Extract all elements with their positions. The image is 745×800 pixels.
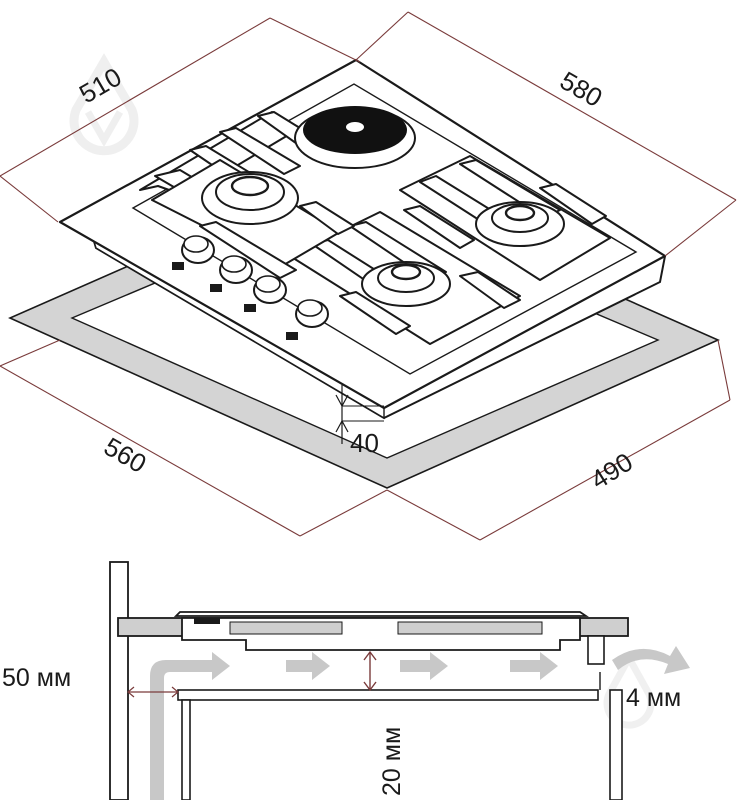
- gas-burner-icon: [201, 171, 299, 225]
- label-hob-width: 580: [555, 65, 608, 113]
- label-rear-gap: 4 мм: [626, 684, 681, 712]
- airflow-arrow-icon: [150, 646, 690, 800]
- electric-hotplate-icon: [294, 106, 416, 169]
- hob-section: [173, 611, 589, 617]
- dimension-hob-width: [355, 11, 737, 257]
- label-cutout-depth: 490: [585, 447, 638, 495]
- label-cutout-width: 560: [99, 431, 152, 479]
- label-hob-height: 40: [350, 428, 379, 458]
- gas-burner-icon: [361, 261, 451, 307]
- cross-section: [109, 561, 629, 800]
- gap-side: [127, 686, 179, 698]
- wall: [109, 561, 129, 800]
- dimension-cutout-width: [386, 339, 731, 541]
- cabinet-shelf: [177, 689, 599, 701]
- control-knob-icon: [286, 299, 329, 340]
- gas-burner-icon: [475, 201, 565, 247]
- gap-bottom: [363, 650, 377, 692]
- drop-logo-icon: [603, 650, 655, 729]
- dimension-cutout-depth: [0, 339, 388, 537]
- control-knob-icon: [244, 275, 287, 312]
- label-bottom-gap: 20 мм: [378, 727, 406, 796]
- label-side-gap: 50 мм: [2, 664, 71, 692]
- dimension-hob-depth: [0, 17, 361, 223]
- dimension-hob-height: [335, 385, 384, 444]
- control-knob-icon: [172, 235, 215, 270]
- control-knob-icon: [210, 255, 253, 292]
